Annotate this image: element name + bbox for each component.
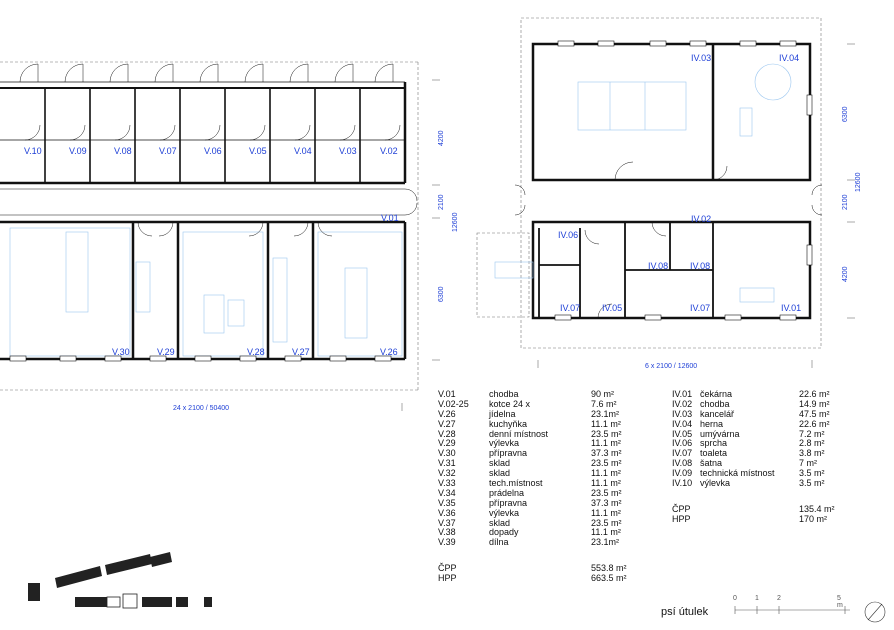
dimension-label: 2100 (842, 194, 849, 210)
room-label: V.02 (380, 146, 398, 156)
room-label: V.07 (159, 146, 177, 156)
room-label: V.27 (292, 347, 310, 357)
dimension-label: 6 x 2100 / 12600 (645, 363, 697, 370)
room-label: IV.08 (648, 261, 668, 271)
scale-label: 0 (733, 595, 737, 602)
room-label: V.09 (69, 146, 87, 156)
scale-label: 2 (777, 595, 781, 602)
room-label: IV.05 (602, 303, 622, 313)
dimension-label: 6300 (842, 106, 849, 122)
site-plan-thumbnail (28, 552, 212, 609)
room-label: V.03 (339, 146, 357, 156)
dimension-label: 4200 (842, 266, 849, 282)
room-label: IV.06 (558, 230, 578, 240)
room-label: IV.01 (781, 303, 801, 313)
dimension-label: 6300 (438, 286, 445, 302)
room-label: IV.04 (779, 53, 799, 63)
dimension-label: 4200 (438, 130, 445, 146)
room-label: V.26 (380, 347, 398, 357)
room-label: V.04 (294, 146, 312, 156)
room-label: V.10 (24, 146, 42, 156)
dimension-label: 2100 (438, 194, 445, 210)
room-label: V.06 (204, 146, 222, 156)
scale-label: 1 (755, 595, 759, 602)
room-label: V.05 (249, 146, 267, 156)
room-label: V.29 (157, 347, 175, 357)
dimension-label: 12600 (452, 212, 459, 232)
room-label: IV.07 (690, 303, 710, 313)
dimension-label: 24 x 2100 / 50400 (173, 405, 229, 412)
room-label: IV.03 (691, 53, 711, 63)
room-label: V.01 (381, 213, 399, 223)
room-label: V.28 (247, 347, 265, 357)
room-label: IV.02 (691, 214, 711, 224)
north-arrow-icon (864, 601, 886, 623)
room-label: V.30 (112, 347, 130, 357)
room-label: IV.07 (560, 303, 580, 313)
project-title: psí útulek (661, 606, 709, 618)
room-label: IV.08 (690, 261, 710, 271)
room-label: V.08 (114, 146, 132, 156)
right-building (476, 17, 855, 368)
scale-label: 5 m (837, 595, 843, 609)
left-building (0, 61, 440, 411)
dimension-label: 12600 (855, 172, 862, 192)
scale-bar (734, 606, 850, 614)
